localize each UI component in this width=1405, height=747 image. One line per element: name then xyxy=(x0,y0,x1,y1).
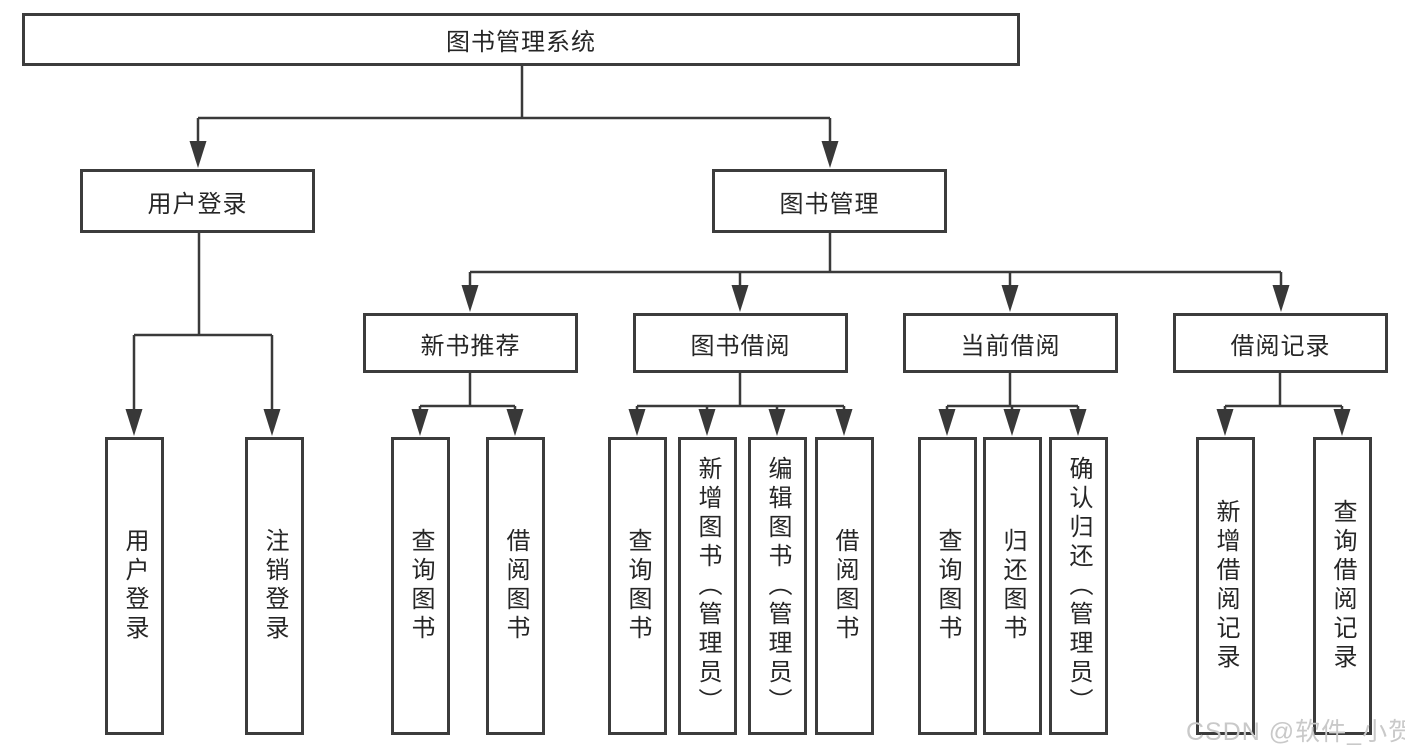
node-label: 确认归还（管理员） xyxy=(1065,455,1092,717)
node-label: 新增图书（管理员） xyxy=(694,455,721,717)
leaf-return-books: 归还图书 xyxy=(983,437,1042,735)
connector-borrow-records-children xyxy=(1216,371,1351,436)
leaf-current-query-books: 查询图书 xyxy=(918,437,977,735)
leaf-recommend-query-books: 查询图书 xyxy=(391,437,450,735)
node-label: 编辑图书（管理员） xyxy=(764,455,791,717)
node-label: 图书管理系统 xyxy=(446,29,596,56)
node-new-book-recommend: 新书推荐 xyxy=(363,313,578,373)
node-label: 借阅图书 xyxy=(831,528,858,644)
connector-book-borrow-children xyxy=(628,371,853,436)
node-label: 用户登录 xyxy=(147,190,248,218)
node-label: 图书管理 xyxy=(779,190,880,218)
leaf-edit-books-admin: 编辑图书（管理员） xyxy=(748,437,807,735)
connector-root-to-level2 xyxy=(189,64,839,168)
leaf-add-borrow-record: 新增借阅记录 xyxy=(1196,437,1255,735)
node-label: 查询图书 xyxy=(624,528,651,644)
leaf-borrow-query-books: 查询图书 xyxy=(608,437,667,735)
leaf-query-borrow-record: 查询借阅记录 xyxy=(1313,437,1372,735)
node-label: 查询图书 xyxy=(407,528,434,644)
node-user-login: 用户登录 xyxy=(80,169,315,233)
node-current-borrow: 当前借阅 xyxy=(903,313,1118,373)
node-label: 查询图书 xyxy=(934,528,961,644)
node-label: 当前借阅 xyxy=(960,332,1061,360)
connector-current-borrow-children xyxy=(938,371,1087,436)
leaf-confirm-return-admin: 确认归还（管理员） xyxy=(1049,437,1108,735)
connector-new-book-children xyxy=(411,371,524,436)
connector-book-mgmt-children xyxy=(461,231,1290,312)
node-borrow-records: 借阅记录 xyxy=(1173,313,1388,373)
node-label: 新书推荐 xyxy=(420,332,521,360)
leaf-borrow-books: 借阅图书 xyxy=(815,437,874,735)
leaf-recommend-borrow-books: 借阅图书 xyxy=(486,437,545,735)
node-label: 查询借阅记录 xyxy=(1329,499,1356,673)
node-book-management: 图书管理 xyxy=(712,169,947,233)
leaf-add-books-admin: 新增图书（管理员） xyxy=(678,437,737,735)
leaf-logout: 注销登录 xyxy=(245,437,304,735)
node-label: 归还图书 xyxy=(999,528,1026,644)
node-book-borrow: 图书借阅 xyxy=(633,313,848,373)
node-label: 新增借阅记录 xyxy=(1212,499,1239,673)
node-label: 图书借阅 xyxy=(690,332,791,360)
connector-user-login-children xyxy=(125,231,281,436)
node-label: 借阅记录 xyxy=(1230,332,1331,360)
node-label: 借阅图书 xyxy=(502,528,529,644)
csdn-watermark: CSDN @软件_小贺同学 xyxy=(1186,718,1405,746)
node-label: 用户登录 xyxy=(121,528,148,644)
node-label: 注销登录 xyxy=(261,528,288,644)
node-system-root: 图书管理系统 xyxy=(22,13,1020,66)
leaf-user-login: 用户登录 xyxy=(105,437,164,735)
